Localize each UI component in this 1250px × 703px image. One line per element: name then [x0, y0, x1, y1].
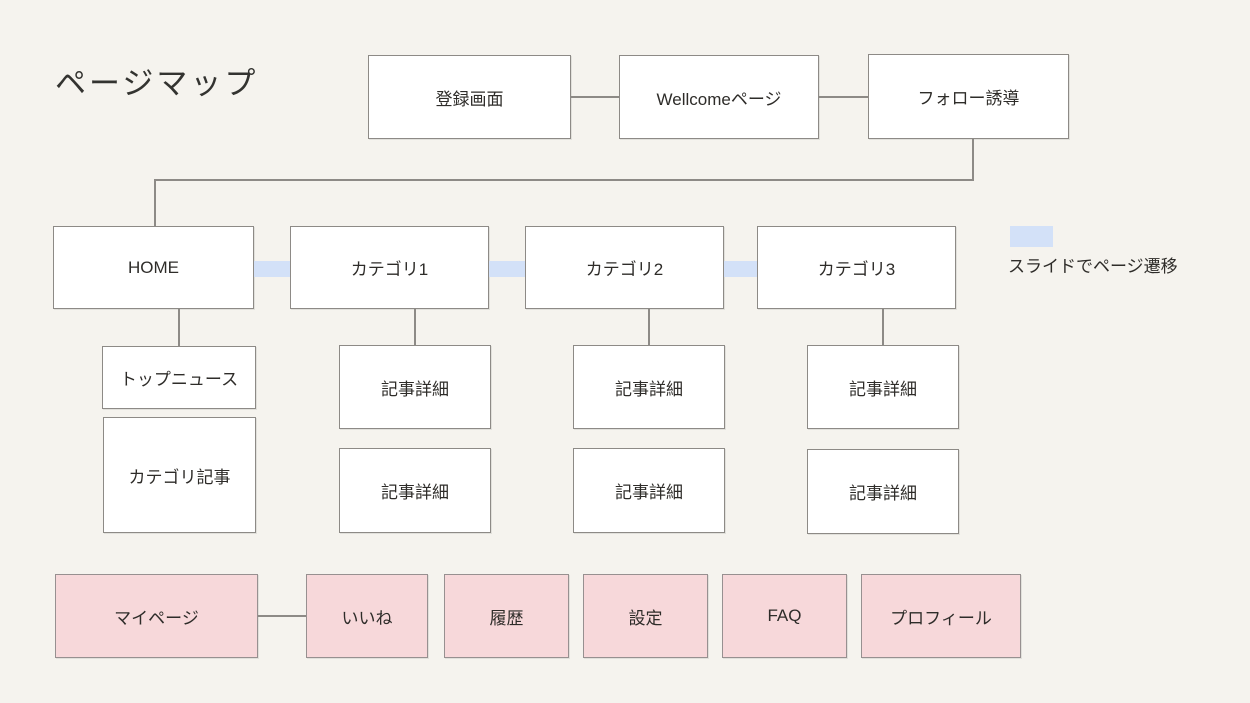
- node-like: いいね: [306, 574, 428, 658]
- node-follow-guidance: フォロー誘導: [868, 54, 1069, 139]
- connector-home-up: [154, 181, 156, 226]
- node-category3: カテゴリ3: [757, 226, 956, 309]
- node-category1: カテゴリ1: [290, 226, 489, 309]
- node-home: HOME: [53, 226, 254, 309]
- node-article-detail-cat2-1: 記事詳細: [573, 345, 725, 429]
- node-category-articles: カテゴリ記事: [103, 417, 256, 533]
- legend-slide-swatch: [1010, 226, 1053, 247]
- connector-category2-article: [648, 309, 650, 345]
- connector-follow-down: [972, 139, 974, 179]
- slide-band-category1-category2: [489, 261, 525, 277]
- connector-category1-article: [414, 309, 416, 345]
- node-history: 履歴: [444, 574, 569, 658]
- slide-band-home-category1: [254, 261, 290, 277]
- connector-welcome-follow: [819, 96, 868, 98]
- node-welcome-page: Wellcomeページ: [619, 55, 819, 139]
- node-profile: プロフィール: [861, 574, 1021, 658]
- node-faq: FAQ: [722, 574, 847, 658]
- node-settings: 設定: [583, 574, 708, 658]
- node-registration-screen: 登録画面: [368, 55, 571, 139]
- node-article-detail-cat2-2: 記事詳細: [573, 448, 725, 533]
- page-title: ページマップ: [55, 66, 259, 101]
- slide-band-category2-category3: [724, 261, 757, 277]
- node-category2: カテゴリ2: [525, 226, 724, 309]
- connector-follow-home-horizontal: [154, 179, 974, 181]
- node-article-detail-cat3-1: 記事詳細: [807, 345, 959, 429]
- node-article-detail-cat1-2: 記事詳細: [339, 448, 491, 533]
- node-my-page: マイページ: [55, 574, 258, 658]
- connector-category3-article: [882, 309, 884, 345]
- connector-registration-welcome: [571, 96, 619, 98]
- connector-mypage-like: [258, 615, 306, 617]
- node-top-news: トップニュース: [102, 346, 256, 409]
- node-article-detail-cat1-1: 記事詳細: [339, 345, 491, 429]
- connector-home-topnews: [178, 309, 180, 346]
- legend-slide-label: スライドでページ遷移: [1008, 257, 1178, 276]
- node-article-detail-cat3-2: 記事詳細: [807, 449, 959, 534]
